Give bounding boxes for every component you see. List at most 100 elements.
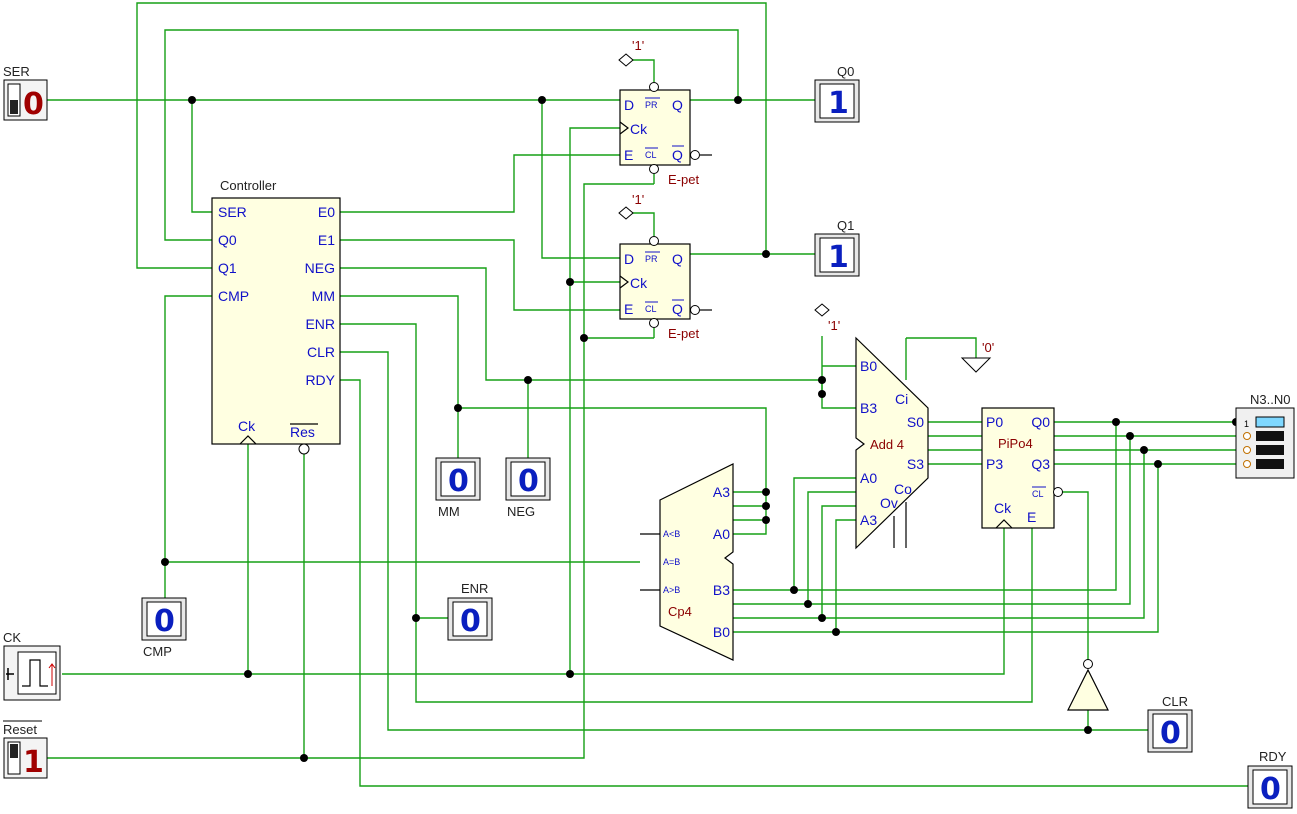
- reg-pin-ck: Ck: [994, 500, 1012, 516]
- display-q0-label: Q0: [837, 64, 854, 79]
- controller-pin-enr: ENR: [305, 316, 335, 332]
- ff0-pin-ck: Ck: [630, 121, 648, 137]
- ff0-pin-e: E: [624, 147, 633, 163]
- display-rdy: RDY 0: [1247, 749, 1293, 809]
- display-q1-value: 1: [828, 240, 849, 275]
- bus-display-label: N3..N0: [1250, 392, 1290, 407]
- reg-pin-q3: Q3: [1031, 456, 1050, 472]
- ff1-pin-ck: Ck: [630, 275, 648, 291]
- cmp-pin-b0: B0: [713, 624, 730, 640]
- ff1-name: E-pet: [668, 326, 699, 341]
- controller-pin-clr: CLR: [307, 344, 335, 360]
- register-pipo4[interactable]: P0 P3 Q0 Q3 PiPo4 CL Ck E: [981, 407, 1063, 529]
- ser-switch-label: SER: [3, 64, 30, 79]
- ff1-pin-e: E: [624, 301, 633, 317]
- comparator-cp4[interactable]: A3 A0 B3 B0 A<B A=B A>B Cp4: [640, 463, 734, 661]
- flipflop-e-pet-1[interactable]: D PR Q Ck E CL Q E-pet '1': [618, 192, 712, 341]
- adder-pin-a0: A0: [860, 470, 877, 486]
- adder-b0-const: '1': [828, 318, 840, 333]
- ff1-pin-d: D: [624, 251, 634, 267]
- display-neg-value: 0: [518, 464, 539, 499]
- ff0-pin-cl: CL: [645, 150, 657, 160]
- ff0-pin-q: Q: [672, 97, 683, 113]
- inverter-gate[interactable]: [1067, 659, 1109, 711]
- adder-pin-b3: B3: [860, 400, 877, 416]
- display-mm: 0 MM: [435, 457, 481, 519]
- reg-pin-e: E: [1027, 509, 1036, 525]
- flipflop-e-pet-0[interactable]: D PR Q Ck E CL Q E-pet '1': [618, 38, 712, 187]
- display-clr-value: 0: [1160, 716, 1181, 751]
- display-enr-label: ENR: [461, 581, 488, 596]
- adder-pin-a3: A3: [860, 512, 877, 528]
- cmp-pin-lt: A<B: [663, 529, 680, 539]
- display-enr-value: 0: [460, 604, 481, 639]
- clock-source[interactable]: CK: [3, 630, 61, 701]
- reset-switch-label: Reset: [3, 722, 37, 737]
- adder-pin-ci: Ci: [895, 391, 908, 407]
- cmp-pin-a0: A0: [713, 526, 730, 542]
- cmp-name: Cp4: [668, 604, 692, 619]
- cmp-pin-eq: A=B: [663, 557, 680, 567]
- ff0-pin-d: D: [624, 97, 634, 113]
- ser-switch-value: 0: [23, 87, 44, 122]
- reset-switch[interactable]: Reset 1: [3, 720, 48, 780]
- bus-display-bit-label: 1: [1244, 419, 1249, 429]
- ff1-pin-cl: CL: [645, 304, 657, 314]
- controller-pin-ck: Ck: [238, 418, 256, 434]
- reg-pin-q0: Q0: [1031, 414, 1050, 430]
- controller-pin-e0: E0: [318, 204, 335, 220]
- wires: [47, 2, 1250, 787]
- clock-label: CK: [3, 630, 21, 645]
- display-cmp: 0 CMP: [141, 597, 187, 659]
- reg-pin-p0: P0: [986, 414, 1003, 430]
- adder-pin-ov: Ov: [880, 495, 898, 511]
- display-rdy-value: 0: [1260, 772, 1281, 807]
- controller-pin-rdy: RDY: [305, 372, 335, 388]
- display-rdy-label: RDY: [1259, 749, 1287, 764]
- ff1-pin-pr: PR: [645, 254, 658, 264]
- display-q1: Q1 1: [814, 218, 860, 277]
- controller-pin-ser: SER: [218, 204, 247, 220]
- display-cmp-value: 0: [154, 604, 175, 639]
- controller-pin-mm: MM: [312, 288, 335, 304]
- controller-pin-q0: Q0: [218, 232, 237, 248]
- controller-pin-res: Res: [290, 424, 315, 440]
- ff0-pin-pr: PR: [645, 100, 658, 110]
- ser-switch[interactable]: SER 0: [3, 64, 48, 122]
- adder-pin-co: Co: [894, 481, 912, 497]
- ff0-preset-const: '1': [632, 38, 644, 53]
- display-neg: 0 NEG: [505, 457, 551, 519]
- display-cmp-label: CMP: [143, 644, 172, 659]
- display-neg-label: NEG: [507, 504, 535, 519]
- adder-ci-const: '0': [982, 340, 994, 355]
- cmp-pin-gt: A>B: [663, 585, 680, 595]
- display-q0-value: 1: [828, 86, 849, 121]
- ff1-pin-q: Q: [672, 251, 683, 267]
- adder-pin-b0: B0: [860, 358, 877, 374]
- display-clr-label: CLR: [1162, 694, 1188, 709]
- display-enr: ENR 0: [447, 581, 493, 641]
- display-mm-value: 0: [448, 464, 469, 499]
- reg-name: PiPo4: [998, 436, 1033, 451]
- controller-block[interactable]: Controller SER Q0 Q1 CMP E0 E1 NEG MM EN…: [211, 178, 341, 455]
- reg-pin-cl: CL: [1032, 489, 1044, 499]
- adder-pin-s3: S3: [907, 456, 924, 472]
- controller-pin-q1: Q1: [218, 260, 237, 276]
- reset-switch-value: 1: [23, 745, 44, 780]
- bus-display-n3-n0: N3..N0 1: [1235, 392, 1295, 479]
- reg-pin-p3: P3: [986, 456, 1003, 472]
- cmp-pin-a3: A3: [713, 484, 730, 500]
- controller-pin-neg: NEG: [305, 260, 335, 276]
- adder-add4[interactable]: B0 B3 Ci S0 S3 Add 4 A0 A3 Co Ov '1' '0': [814, 303, 994, 550]
- ff1-pin-qn: Q: [672, 301, 683, 317]
- controller-title: Controller: [220, 178, 277, 193]
- ff1-preset-const: '1': [632, 192, 644, 207]
- adder-pin-s0: S0: [907, 414, 924, 430]
- ff0-name: E-pet: [668, 172, 699, 187]
- controller-pin-cmp: CMP: [218, 288, 249, 304]
- display-clr: CLR 0: [1147, 694, 1193, 753]
- controller-pin-e1: E1: [318, 232, 335, 248]
- display-q1-label: Q1: [837, 218, 854, 233]
- ff0-pin-qn: Q: [672, 147, 683, 163]
